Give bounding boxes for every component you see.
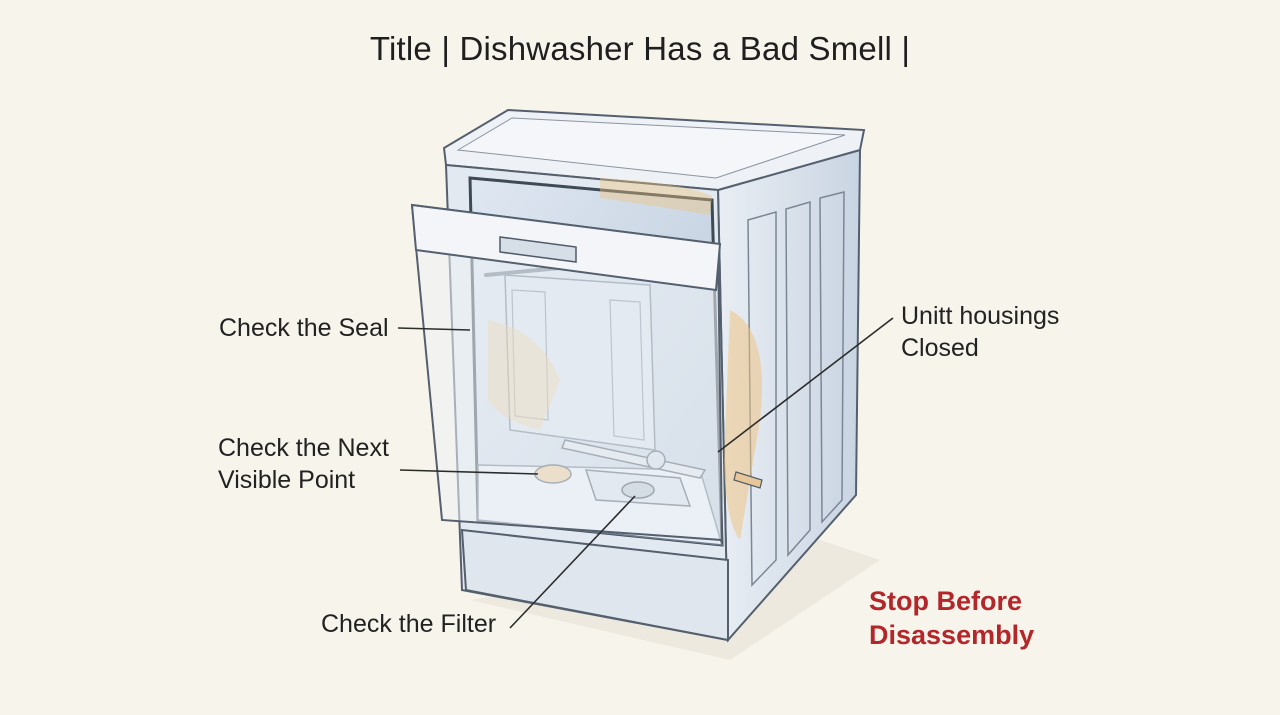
side-rib-3 (819, 191, 845, 524)
label-unit-housings-line2: Closed (901, 334, 979, 362)
label-check-filter: Check the Filter (321, 608, 496, 640)
stain-top (600, 178, 712, 215)
label-next-visible-point-line1: Check the Next (218, 434, 389, 462)
page-title: Title | Dishwasher Has a Bad Smell | (369, 30, 911, 67)
label-next-visible-point-line2: Visible Point (218, 466, 356, 494)
label-stop-warning-line2: Disassembly (869, 620, 1035, 650)
label-stop-warning-line1: Stop Before (869, 586, 1023, 616)
leader-filter (509, 495, 636, 629)
label-unit-housings-line1: Unitt housings (901, 302, 1060, 330)
label-unit-housings: Unitt housings Closed (901, 300, 1059, 364)
door-handle (499, 236, 577, 263)
leader-seal (397, 327, 471, 331)
stain-right (724, 310, 762, 540)
label-check-filter-text: Check the Filter (321, 610, 497, 638)
label-next-visible-point: Check the Next Visible Point (218, 432, 389, 496)
leader-next-point (399, 469, 539, 475)
label-stop-warning: Stop Before Disassembly (869, 584, 1034, 652)
side-rib-2 (785, 201, 811, 557)
kickplate (460, 528, 729, 642)
top-lid-surface (456, 117, 846, 179)
leader-housings (717, 317, 894, 453)
label-check-seal-text: Check the Seal (219, 314, 389, 342)
label-check-seal: Check the Seal (219, 312, 389, 344)
side-bracket (733, 471, 763, 489)
